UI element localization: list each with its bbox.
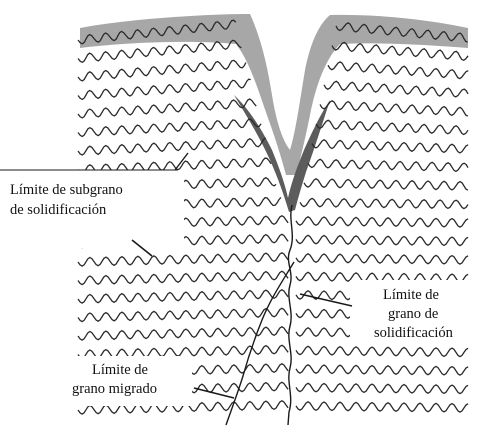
label-solid-boundary-line1: Límite de — [383, 287, 439, 303]
right-cellular-rows — [296, 23, 468, 412]
cell-row-right — [296, 383, 468, 393]
cell-row-right — [324, 81, 468, 97]
cell-row-right — [328, 62, 468, 79]
migrated-boundary-arrow — [194, 388, 234, 398]
cell-row-right — [296, 365, 468, 375]
cell-row-right — [296, 346, 468, 356]
cell-row-right — [296, 217, 468, 227]
cell-row-left — [78, 60, 246, 81]
cell-row-left — [78, 271, 288, 284]
cell-row-left — [78, 99, 256, 118]
weld-pool-light-region — [80, 14, 468, 175]
cell-row-right — [320, 101, 468, 116]
cell-row-left — [78, 138, 266, 155]
cell-row-left — [78, 119, 261, 136]
cell-row-right — [308, 159, 468, 171]
label-subgrain-line2: de solidificación — [10, 202, 107, 218]
cell-row-right — [304, 179, 468, 190]
cell-row-right — [312, 140, 468, 153]
cell-row-left — [78, 79, 251, 99]
cell-row-left — [78, 308, 288, 321]
migrated-grain-boundary — [226, 262, 294, 425]
label-solid-boundary-line3: solidificación — [374, 325, 454, 341]
solidification-grain-boundary — [288, 205, 292, 425]
cell-row-left — [78, 290, 288, 303]
label-subgrain-line1: Límite de subgrano — [10, 182, 123, 198]
cell-row-left — [78, 253, 288, 266]
cell-row-right — [300, 198, 468, 208]
cell-row-right — [296, 235, 468, 245]
cell-row-right — [296, 402, 468, 412]
cell-row-right — [316, 120, 468, 134]
label-migrated-line1: Límite de — [92, 362, 148, 378]
cell-row-right — [296, 254, 468, 264]
label-migrated-line2: grano migrado — [72, 381, 157, 397]
label-solid-boundary-line2: grano de — [388, 306, 438, 322]
